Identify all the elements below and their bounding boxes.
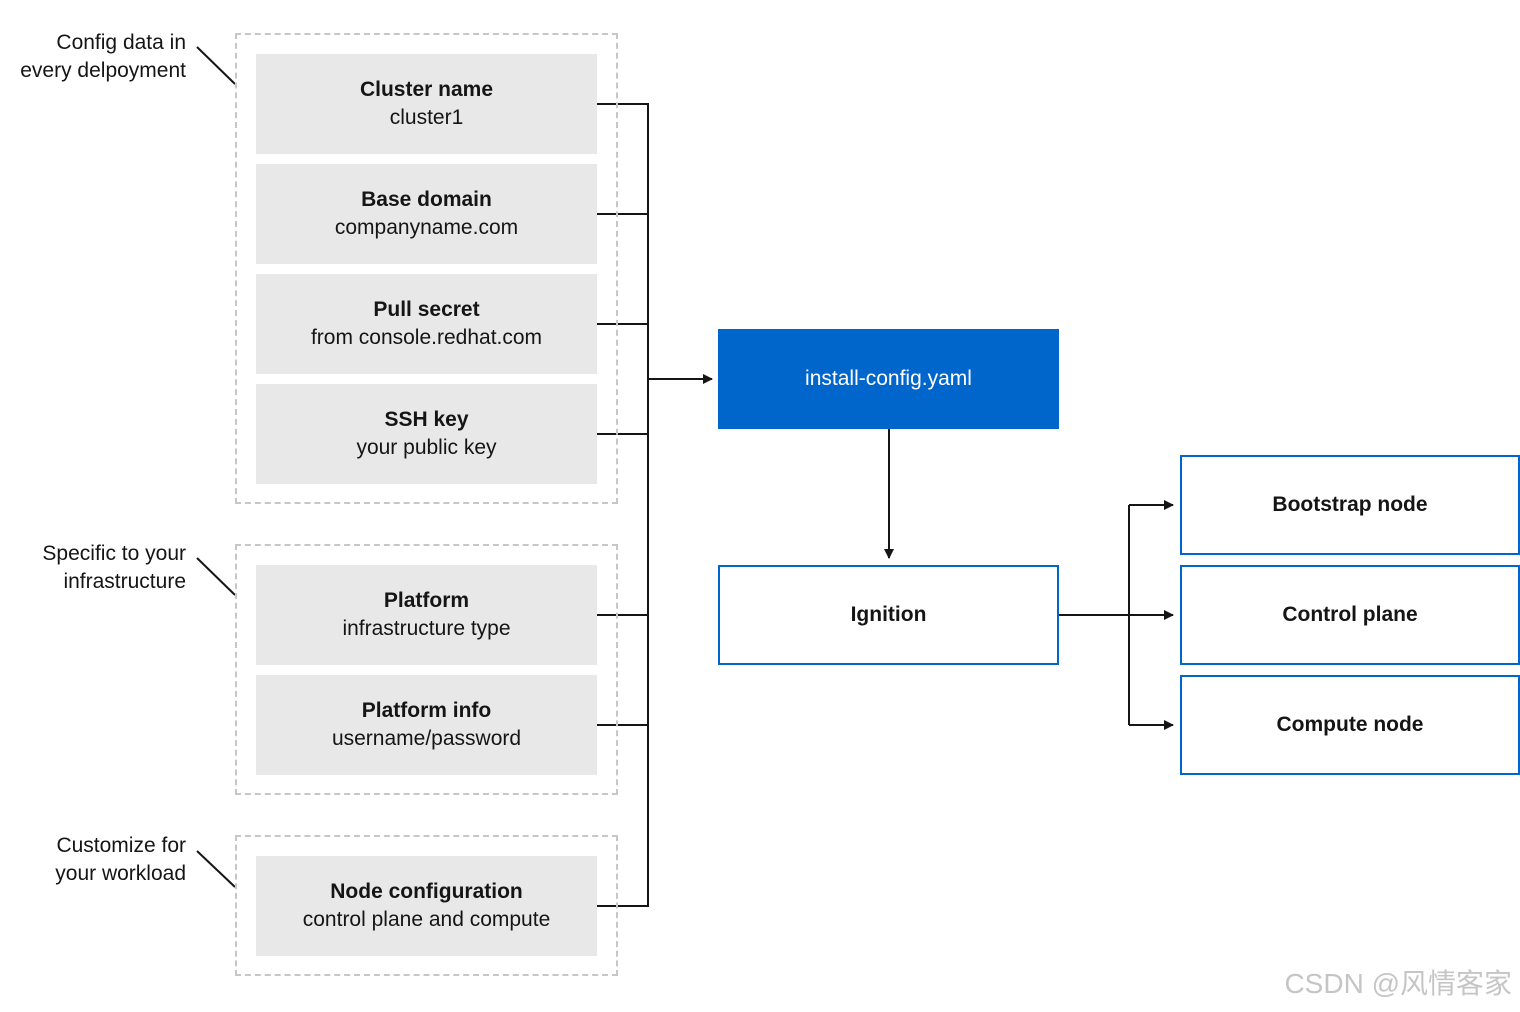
item-value: cluster1 [389,106,464,129]
group-infrastructure [235,544,618,795]
item-value: username/password [331,727,522,750]
label-every-deployment: Config data in every delpoyment [20,31,186,82]
bootstrap-node-box: Bootstrap node [1180,455,1520,555]
item-value: companyname.com [334,216,519,239]
item-ssh-key: SSH key your public key [256,384,597,484]
item-title: SSH key [384,408,469,431]
item-value: infrastructure type [342,617,511,640]
watermark-text: CSDN @风情客家 [1284,968,1512,999]
group-workload [235,835,618,976]
item-platform: Platform infrastructure type [256,565,597,665]
item-title: Base domain [361,188,492,211]
callout-line-infrastructure [196,557,236,596]
item-value: from console.redhat.com [310,326,543,349]
item-pull-secret: Pull secret from console.redhat.com [256,274,597,374]
item-title: Pull secret [373,298,480,321]
item-title: Node configuration [330,880,523,903]
label-infrastructure: Specific to your infrastructure [42,542,186,593]
callout-line-workload [196,850,236,888]
install-config-box: install-config.yaml [718,329,1059,429]
label-workload: Customize for your workload [55,834,186,885]
ignition-box: Ignition [718,565,1059,665]
compute-node-box: Compute node [1180,675,1520,775]
control-plane-box: Control plane [1180,565,1520,665]
item-title: Platform info [361,699,492,722]
callout-line-every-deployment [196,46,236,85]
group-every-deployment [235,33,618,504]
item-node-configuration: Node configuration control plane and com… [256,856,597,956]
item-title: Cluster name [359,78,494,101]
item-value: control plane and compute [302,908,551,931]
item-title: Platform [383,589,470,612]
item-base-domain: Base domain companyname.com [256,164,597,264]
item-cluster-name: Cluster name cluster1 [256,54,597,154]
item-value: your public key [356,436,497,459]
item-platform-info: Platform info username/password [256,675,597,775]
